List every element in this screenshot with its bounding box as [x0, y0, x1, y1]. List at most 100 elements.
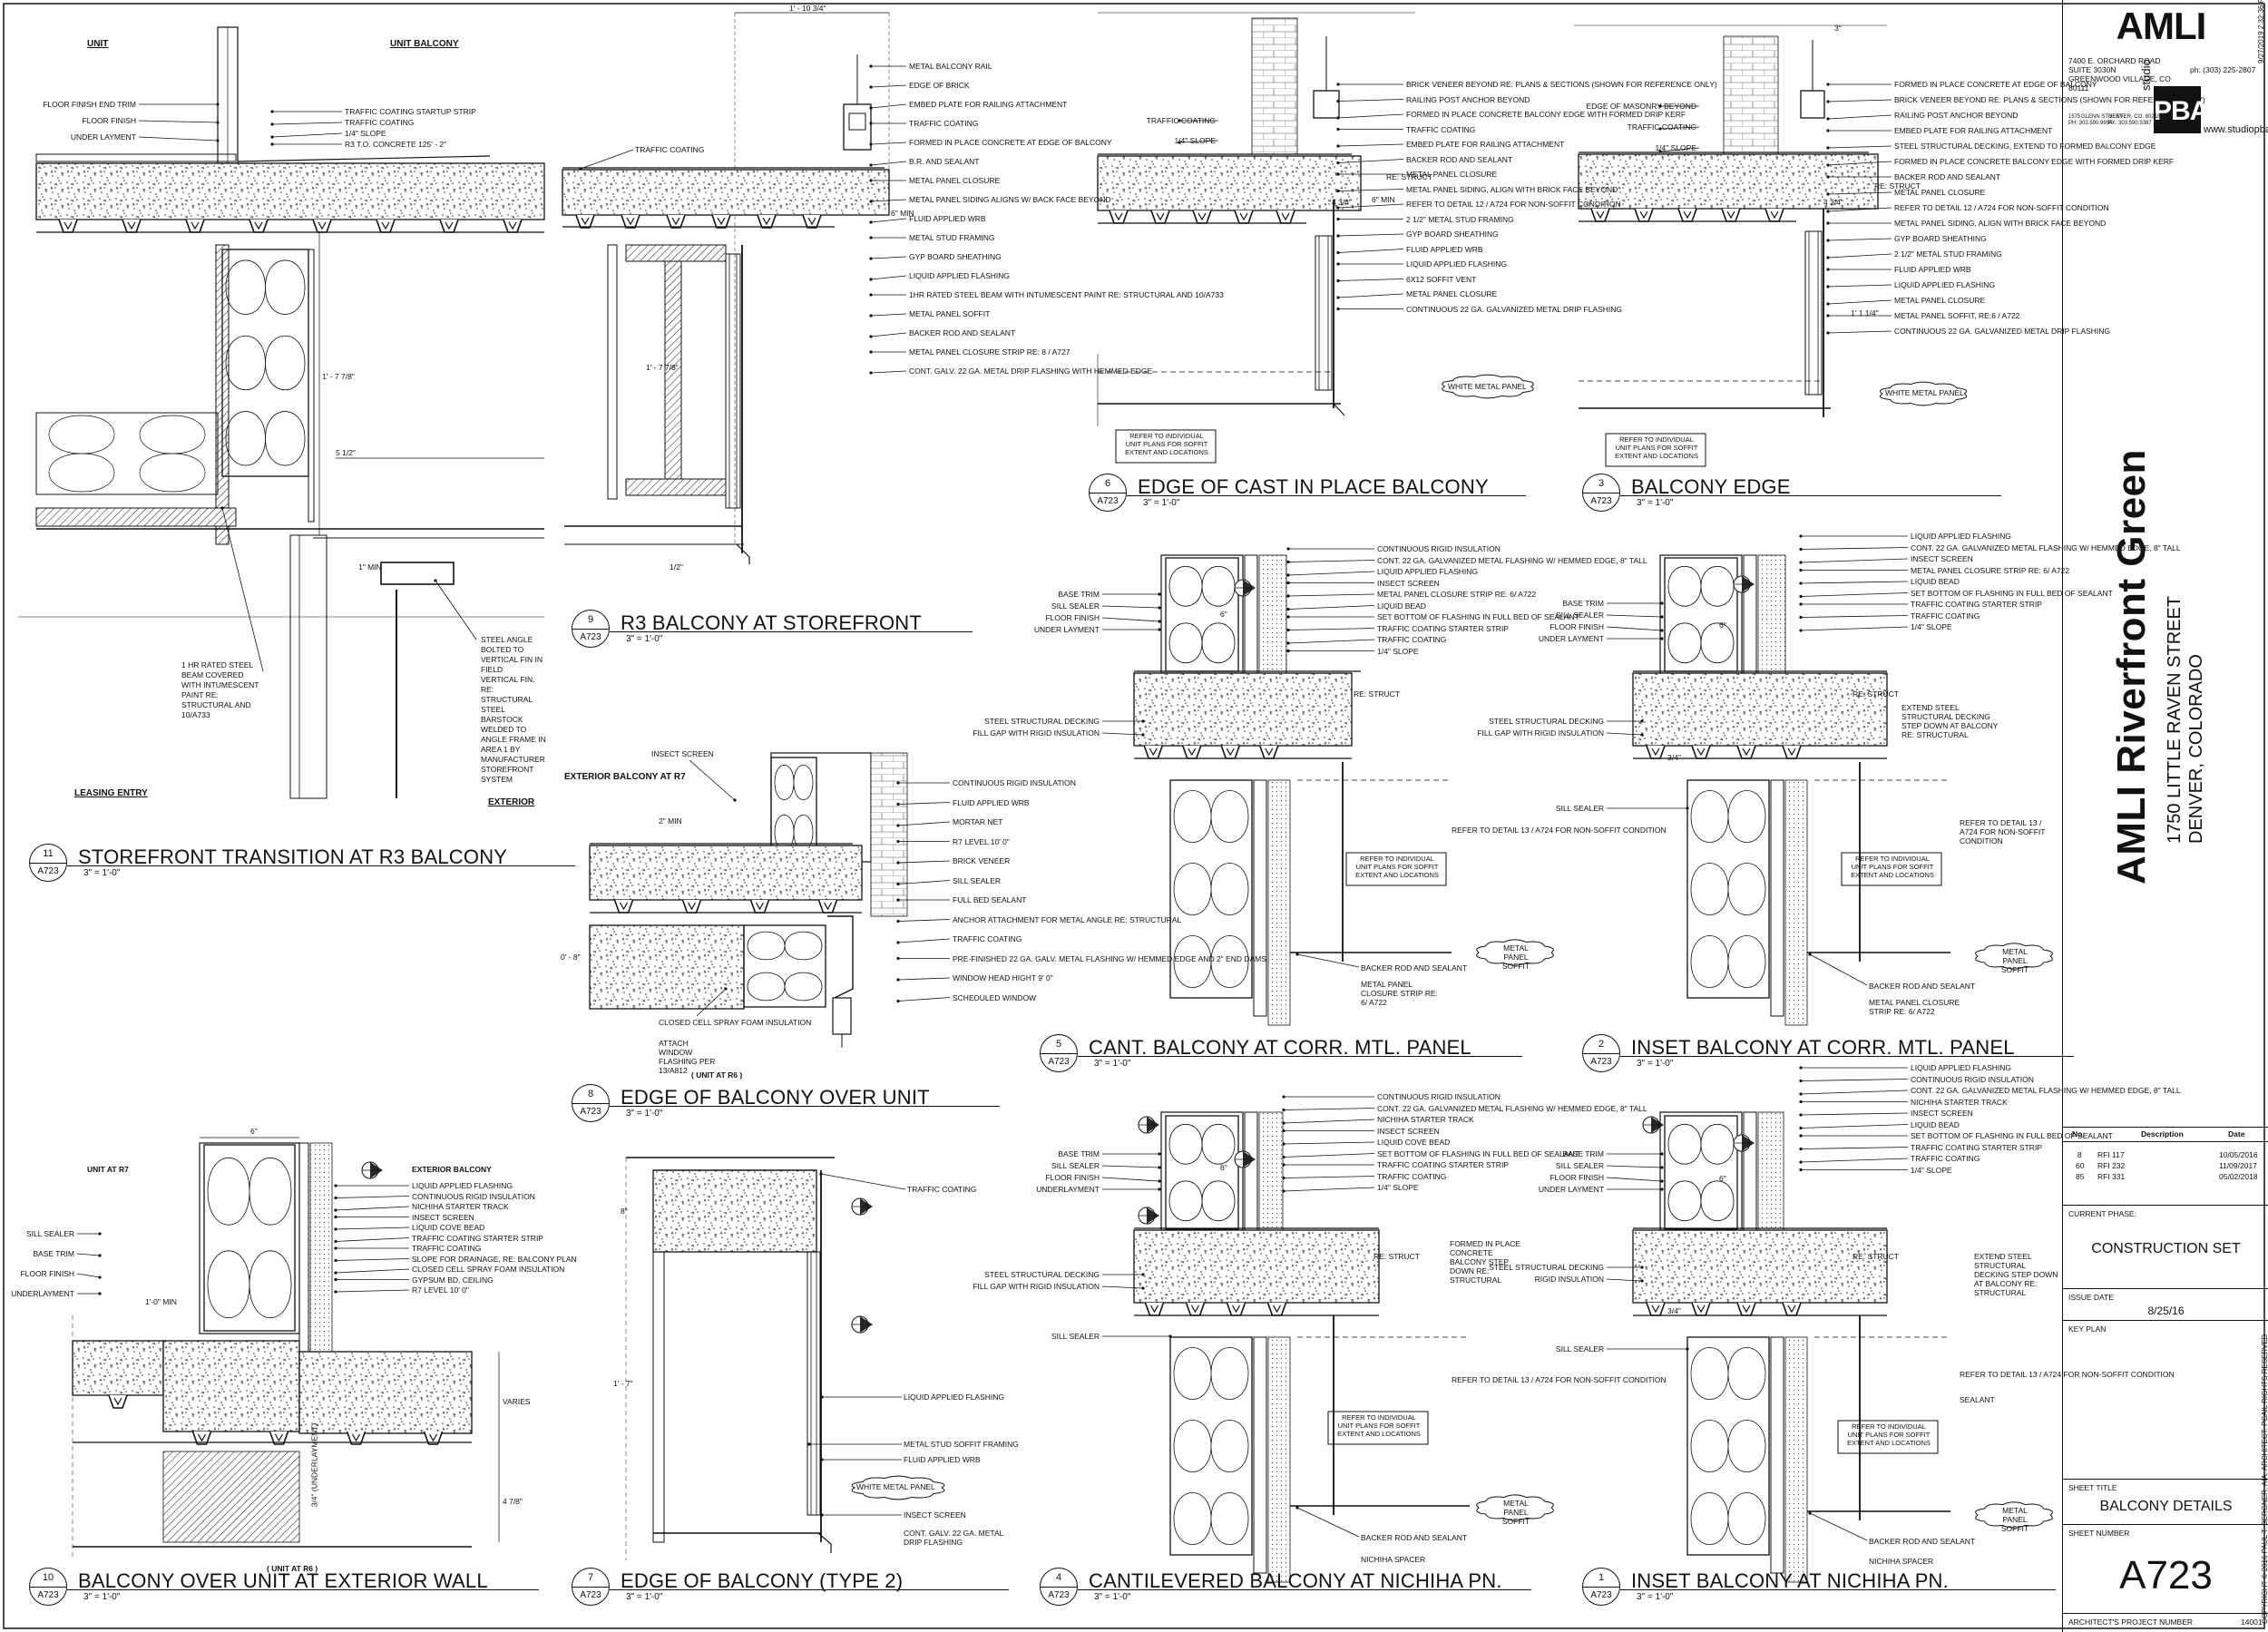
d5-lower-sheathing — [1253, 779, 1267, 1017]
detail-title-text: INSET BALCONY AT NICHIHA PN. — [1631, 1569, 1949, 1592]
detail-note: TRAFFIC COATING — [909, 119, 979, 128]
detail-note: SET BOTTOM OF FLASHING IN FULL BED OF SE… — [1911, 588, 2113, 598]
d1-lower-sheathing — [1770, 1336, 1784, 1574]
revision-table-top — [2063, 1127, 2268, 1128]
d9-deck-rib — [575, 214, 595, 229]
d7-note: TRAFFIC COATING — [907, 1185, 977, 1194]
detail-scale: 3" = 1'-0" — [1094, 1059, 1131, 1069]
d3-dim: 1' 1 1/4" — [1851, 308, 1879, 318]
deck-rib-inner — [1149, 748, 1158, 757]
d4-deck-rib — [1185, 1302, 1206, 1316]
d4-note: BACKER ROD AND SEALANT — [1361, 1533, 1468, 1542]
revision-header: No. Description Date — [2063, 1129, 2268, 1140]
leader-dot — [1660, 601, 1664, 605]
d9-deck-rib — [711, 214, 731, 229]
leader-dot — [1282, 1163, 1286, 1167]
d4-box-note: REFER TO INDIVIDUAL UNIT PLANS FOR SOFFI… — [1337, 1413, 1421, 1438]
detail-note: TRAFFIC COATING — [1911, 611, 1980, 621]
leader-line — [1296, 953, 1360, 968]
d11-dim: 1' - 7 7/8" — [322, 372, 355, 381]
detail-note: R7 LEVEL 10' 0" — [412, 1285, 469, 1295]
d8-dim: 0' - 8" — [561, 953, 581, 962]
detail-note: FLUID APPLIED WRB — [1894, 265, 1971, 274]
leader-line — [1101, 1165, 1160, 1168]
detail-note: STRUCTURAL — [481, 695, 533, 704]
leader-line — [1800, 1124, 1909, 1129]
detail-title-text: BALCONY OVER UNIT AT EXTERIOR WALL — [78, 1569, 488, 1592]
deck-rib-inner — [1198, 212, 1207, 221]
leader-line — [1827, 99, 1892, 103]
deck-rib-inner — [1239, 212, 1248, 221]
d2-dim: RE: STRUCT — [1853, 689, 1899, 699]
d11-deck-rib — [376, 219, 396, 233]
d4-upper-batt — [1165, 1115, 1239, 1230]
revision-row: 85 RFI 331 05/02/2018 — [2063, 1172, 2268, 1183]
d11-dim: 1" MIN — [358, 562, 382, 572]
leader-dot — [1286, 560, 1290, 564]
detail-note: FLUID APPLIED WRB — [953, 797, 1030, 807]
leader-dot — [334, 1246, 337, 1250]
d11-deck-rib — [122, 219, 142, 233]
deck-rib-inner — [428, 1433, 438, 1442]
detail-number: 5 — [1055, 1039, 1062, 1050]
d2-lower-sheathing — [1770, 779, 1784, 1017]
firm-address-2: SUITE 3030N — [2068, 65, 2116, 74]
detail-title-rule — [610, 631, 973, 632]
leader-dot — [334, 1184, 337, 1187]
d7-cloud-label: WHITE METAL PANEL — [856, 1482, 935, 1491]
deck-rib-inner — [619, 902, 629, 911]
leader-line — [138, 136, 219, 142]
leader-dot — [334, 1215, 337, 1219]
detail-sheet-ref: A723 — [1590, 1057, 1612, 1067]
leader-dot — [869, 106, 873, 110]
leader-line — [1101, 1177, 1160, 1182]
detail-note: RIGID INSULATION — [1534, 1275, 1604, 1284]
detail-note: TRAFFIC COATING — [1377, 1171, 1447, 1181]
sheet-title-label: SHEET TITLE — [2068, 1483, 2117, 1492]
d4-note-box — [1327, 1411, 1429, 1445]
d2-note-box — [1841, 852, 1942, 886]
leader-line — [1800, 626, 1909, 631]
leader-dot — [1282, 1155, 1286, 1159]
leader-dot — [1286, 594, 1290, 598]
d9-beam-top-flange — [625, 244, 727, 262]
detail-note: 1/4" SLOPE — [1377, 1183, 1419, 1192]
leader-line — [689, 759, 736, 801]
leader-line — [897, 997, 951, 1002]
leader-line — [335, 1237, 410, 1242]
leader-line — [870, 142, 907, 145]
detail-note: AREA 1 BY — [481, 745, 521, 754]
detail-number: 1 — [1598, 1572, 1605, 1583]
d5-upper-batt — [1165, 557, 1239, 672]
leader-dot — [1660, 629, 1664, 632]
leader-line — [1283, 1141, 1375, 1145]
leader-line — [335, 1289, 410, 1293]
leader-dot — [1658, 104, 1662, 108]
leader-dot — [1799, 602, 1803, 606]
detail-note: METAL PANEL SIDING, ALIGN WITH BRICK FAC… — [1406, 184, 1618, 194]
phase-label: CURRENT PHASE: — [2068, 1209, 2136, 1218]
detail-sheet-ref: A723 — [1048, 1590, 1070, 1600]
detail-note: TRAFFIC COATING — [412, 1244, 482, 1253]
deck-rib-inner — [1596, 210, 1605, 220]
deck-rib-inner — [1639, 210, 1648, 220]
leader-dot — [896, 956, 900, 961]
d5-dim: 6" — [1220, 610, 1227, 619]
leader-line — [435, 580, 477, 640]
leader-line — [335, 1268, 410, 1274]
leader-line — [897, 919, 951, 922]
leader-dot — [1286, 581, 1290, 585]
d9-deck-rib — [802, 214, 822, 229]
leader-line — [1337, 189, 1404, 191]
d10-unit-label: ( UNIT AT R6 ) — [267, 1564, 318, 1573]
leader-line — [1283, 1108, 1375, 1110]
d5-sheathing — [1244, 554, 1258, 674]
detail-note: FLUID APPLIED WRB — [909, 214, 986, 223]
leader-line — [870, 161, 907, 166]
detail-bubble — [29, 1568, 67, 1606]
leader-line — [870, 199, 907, 202]
d1-deck-rib — [1691, 1302, 1711, 1316]
d2-sheathing — [1743, 554, 1757, 674]
detail-note: 1/4" SLOPE — [1911, 622, 1952, 631]
detail-note: 1/4" SLOPE — [1174, 136, 1216, 145]
